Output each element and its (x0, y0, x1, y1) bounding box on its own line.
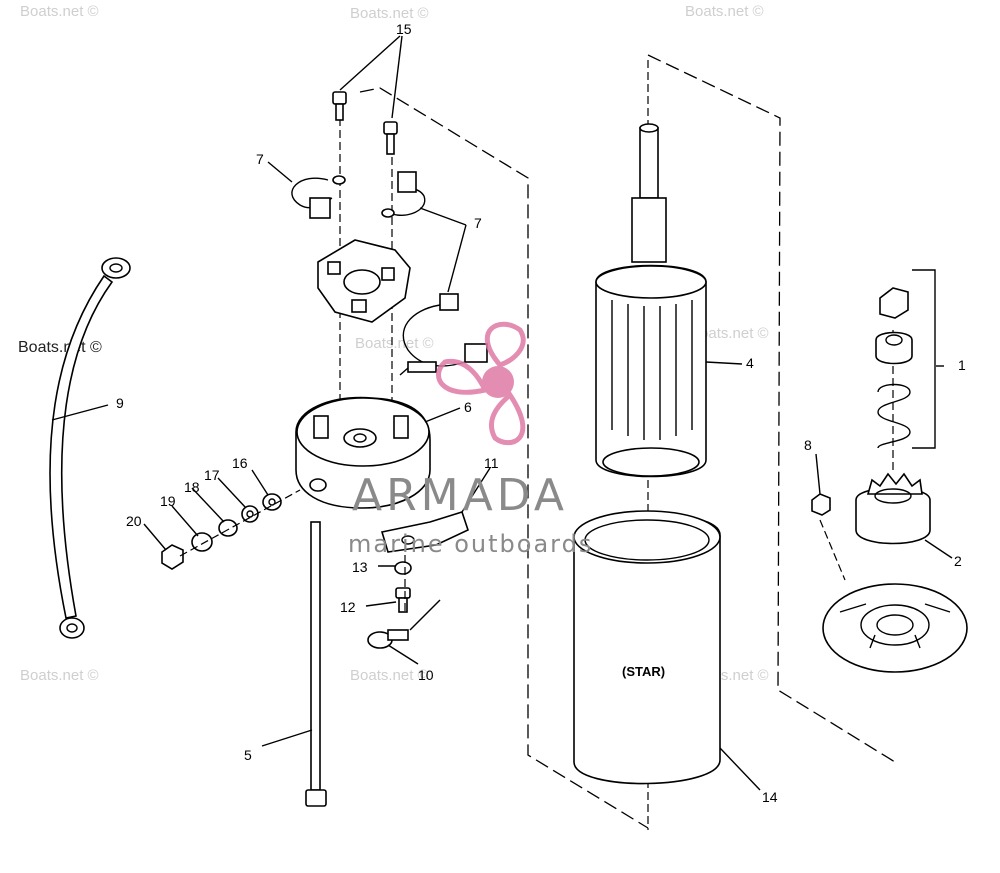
watermark-brand: ARMADA (352, 470, 568, 521)
watermark-text: Boats.net © (685, 3, 764, 20)
armada-watermark: ARMADA marine outboards (348, 321, 593, 558)
part-8-nut (811, 493, 831, 516)
callout-13: 13 (352, 559, 368, 575)
part-5-through-bolt (305, 521, 327, 807)
part-2-drive-pinion (855, 472, 931, 545)
propeller-hub-icon (482, 366, 514, 398)
part-14-frame-housing (573, 510, 721, 785)
part-15-screws (332, 91, 398, 155)
callout-5: 5 (244, 747, 252, 763)
callout-14: 14 (762, 789, 778, 805)
watermark-text: Boats.net © (355, 335, 434, 352)
watermark-text: Boats.net © (350, 5, 429, 22)
callout-7-lower: 7 (474, 215, 482, 231)
callout-17: 17 (204, 467, 220, 483)
propeller-blade-icon (436, 358, 489, 395)
propeller-logo-icon (436, 321, 526, 446)
propeller-blade-icon (484, 321, 526, 368)
watermark-text: Boats.net © (20, 3, 99, 20)
part-1-nut-spacer-spring (875, 269, 936, 449)
watermark-tagline: marine outboards (348, 530, 593, 558)
callout-leaders (51, 35, 953, 791)
callout-4: 4 (746, 355, 754, 371)
part-11-bracket (380, 511, 469, 553)
watermark-text: Boats.net © (18, 339, 102, 356)
parts-10-12-13-fasteners (367, 555, 441, 649)
callout-6: 6 (464, 399, 472, 415)
part-4-armature (595, 123, 707, 478)
callout-12: 12 (340, 599, 356, 615)
parts-16-20-washers-nuts (161, 489, 301, 570)
watermark-text: Boats.net © (350, 667, 429, 684)
callout-11: 11 (484, 455, 499, 471)
callout-18: 18 (184, 479, 200, 495)
brush-holder (317, 239, 411, 323)
callout-9: 9 (116, 395, 124, 411)
watermark-text: Boats.net © (690, 325, 769, 342)
callout-numbers: 15 7 7 9 6 4 1 8 2 11 13 12 10 5 14 16 1… (116, 21, 966, 805)
drive-end-plate (822, 583, 968, 673)
callout-20: 20 (126, 513, 142, 529)
callout-1: 1 (958, 357, 966, 373)
part-9-cable (49, 257, 131, 639)
brush-lead-wire (399, 293, 488, 376)
part-7-brush-clips (291, 171, 426, 219)
callout-16: 16 (232, 455, 248, 471)
callout-19: 19 (160, 493, 176, 509)
propeller-blade-icon (488, 391, 526, 446)
callout-10: 10 (418, 667, 434, 683)
part-6-end-cap (295, 396, 431, 509)
callout-15: 15 (396, 21, 412, 37)
callout-7-upper: 7 (256, 151, 264, 167)
watermark-text: Boats.net © (20, 667, 99, 684)
callout-2: 2 (954, 553, 962, 569)
housing-star-label: (STAR) (622, 664, 665, 679)
callout-8: 8 (804, 437, 812, 453)
